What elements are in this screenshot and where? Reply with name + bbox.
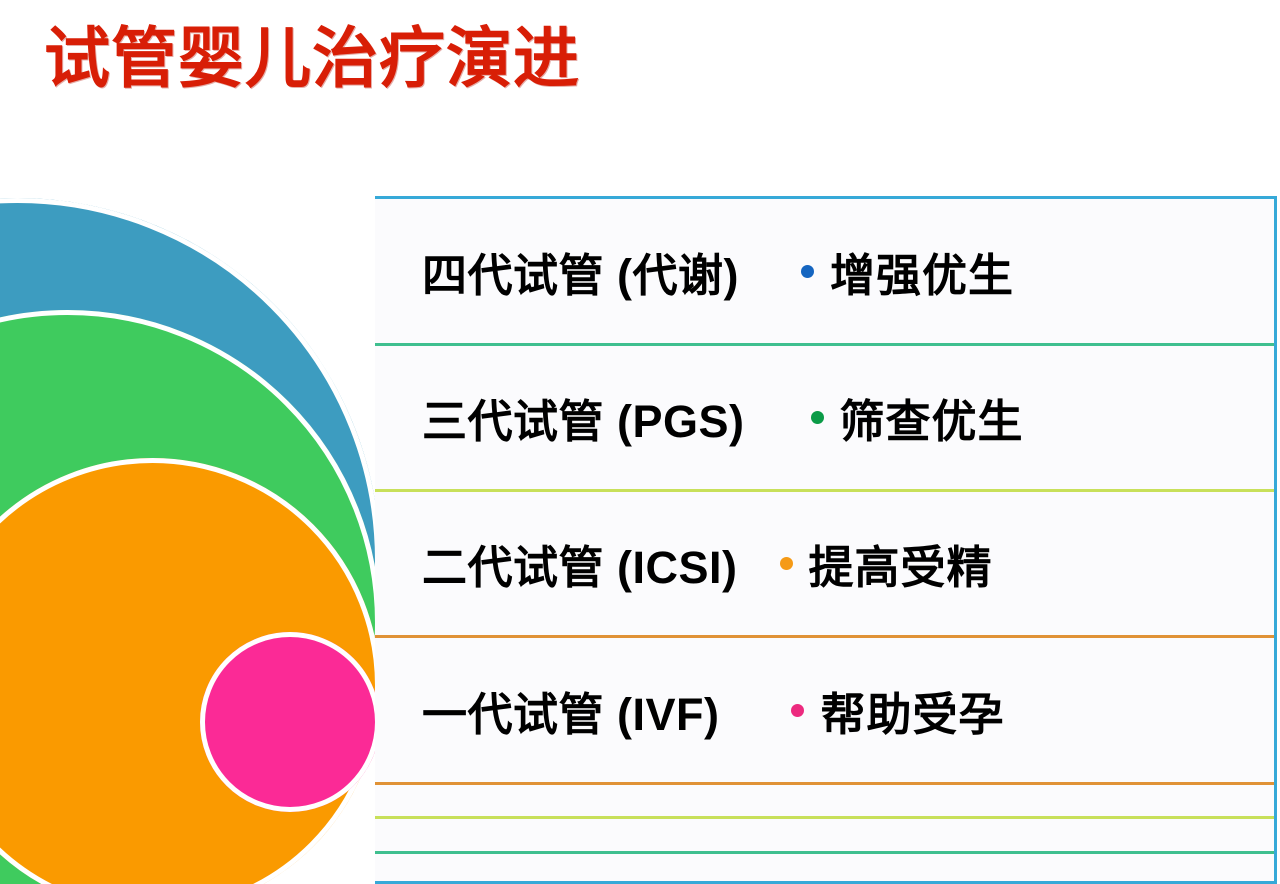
page-title: 试管婴儿治疗演进 bbox=[44, 21, 580, 95]
generation-label-4: 四代试管 (代谢) bbox=[422, 249, 739, 301]
divider-2 bbox=[375, 635, 1274, 638]
bullet-dot-icon-1 bbox=[791, 703, 805, 717]
benefit-group-3: 筛查优生 bbox=[810, 385, 1024, 450]
bottom-divider-orange bbox=[375, 782, 1274, 785]
row-generation-4[interactable]: 四代试管 (代谢) 增强优生 bbox=[375, 199, 1274, 343]
bullet-dot-icon-3 bbox=[810, 411, 824, 424]
benefit-label-2: 提高受精 bbox=[808, 542, 993, 593]
row-generation-1[interactable]: 一代试管 (IVF) 帮助受孕 bbox=[375, 638, 1274, 782]
benefit-label-4: 增强优生 bbox=[829, 249, 1014, 301]
divider-4 bbox=[375, 343, 1274, 346]
benefit-group-4: 增强优生 bbox=[800, 239, 1014, 304]
concentric-arc-group bbox=[0, 180, 380, 884]
bullet-dot-icon-4 bbox=[800, 264, 814, 278]
generation-label-1: 一代试管 (IVF) bbox=[422, 688, 720, 740]
bottom-divider-green bbox=[375, 851, 1274, 854]
generation-label-3: 三代试管 (PGS) bbox=[422, 396, 745, 447]
benefit-label-3: 筛查优生 bbox=[839, 396, 1024, 447]
row-generation-3[interactable]: 三代试管 (PGS) 筛查优生 bbox=[375, 346, 1274, 489]
bullet-dot-icon-2 bbox=[779, 557, 793, 570]
generations-panel: 四代试管 (代谢) 增强优生 三代试管 (PGS) 筛查优生 二代试管 (ICS… bbox=[375, 196, 1277, 884]
bottom-divider-yellowgreen bbox=[375, 816, 1274, 819]
arc-generation-1 bbox=[200, 632, 380, 812]
divider-3 bbox=[375, 489, 1274, 492]
benefit-group-1: 帮助受孕 bbox=[791, 678, 1004, 743]
row-generation-2[interactable]: 二代试管 (ICSI) 提高受精 bbox=[375, 492, 1274, 635]
generation-label-2: 二代试管 (ICSI) bbox=[422, 542, 738, 593]
benefit-group-2: 提高受精 bbox=[779, 531, 993, 596]
benefit-label-1: 帮助受孕 bbox=[820, 688, 1005, 740]
